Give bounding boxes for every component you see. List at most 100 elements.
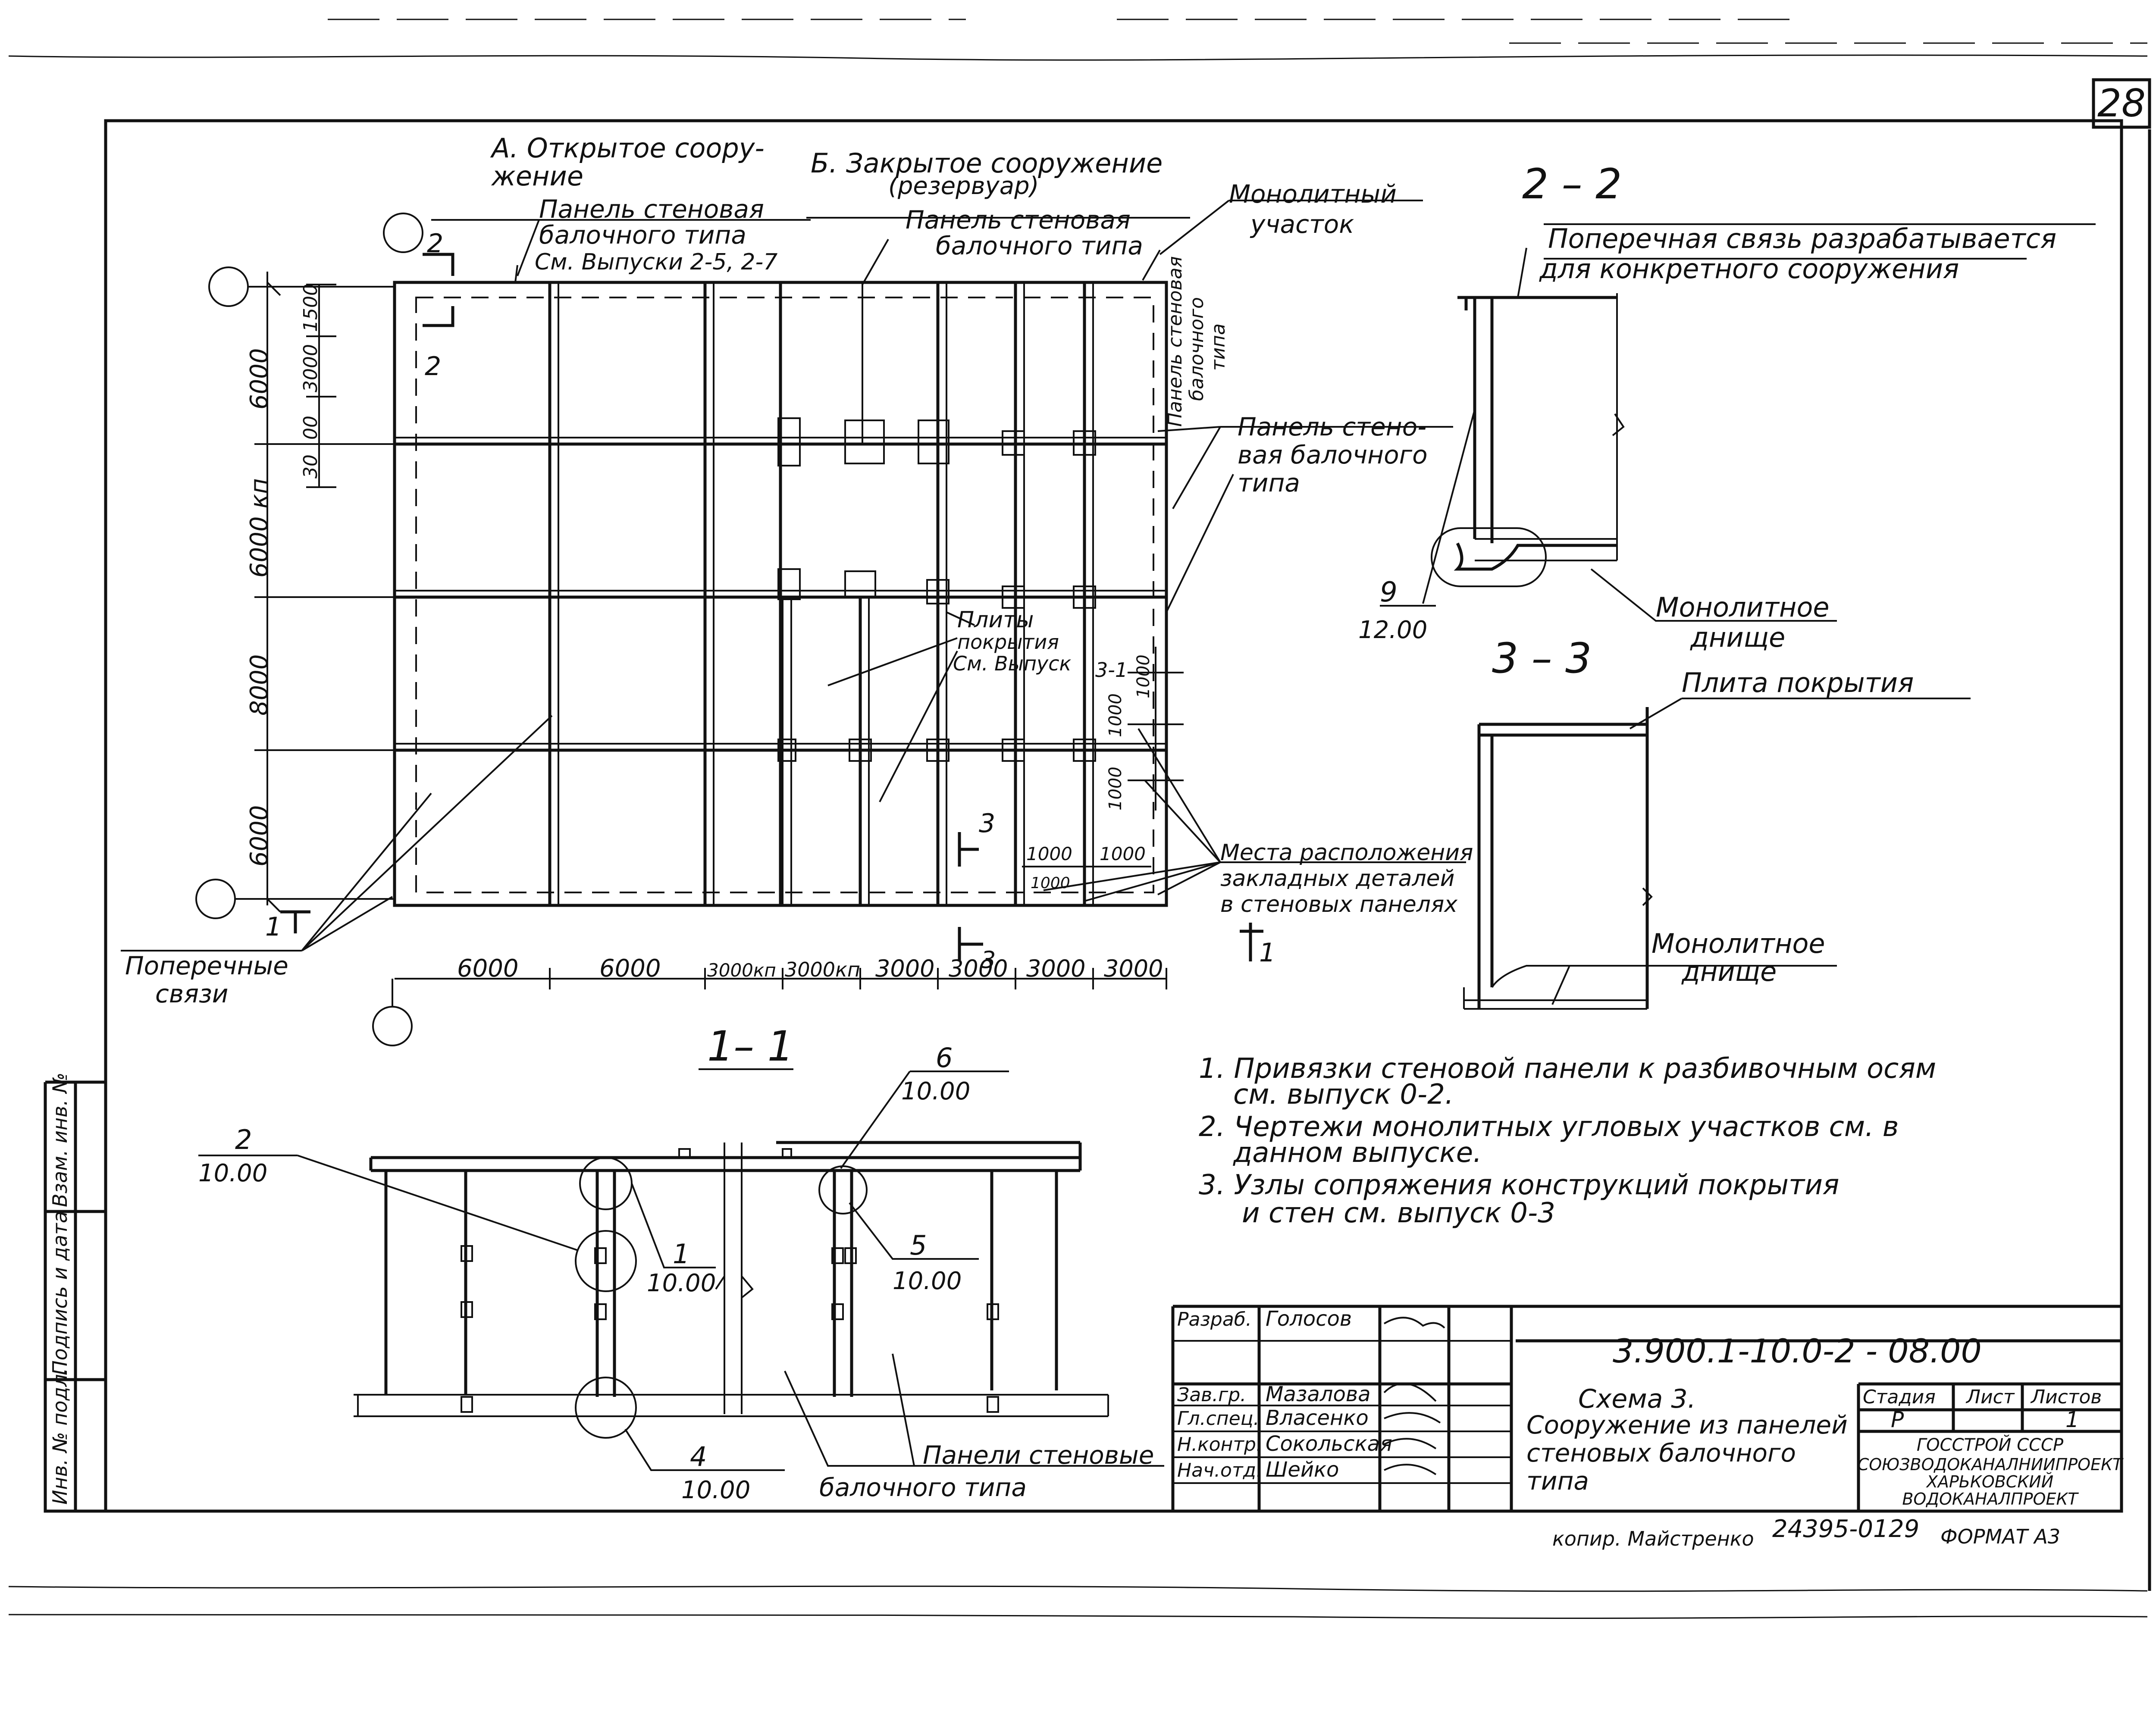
section-2-2-bottom: Монолитное — [1656, 592, 1830, 623]
dim-small-1: 1500 — [300, 284, 322, 332]
stamp-title-3: стеновых балочного — [1526, 1438, 1796, 1468]
section-3-3-bottom-2: днище — [1681, 956, 1777, 987]
label-side-panel-3: типа — [1238, 468, 1300, 498]
stamp-sheet-header: Лист — [1965, 1386, 2015, 1408]
scan-edge-lines — [8, 19, 2148, 1619]
section-2-2-node: 9 — [1380, 576, 1398, 608]
section-2-2-node-ref: 12.00 — [1358, 616, 1427, 644]
note-1: 1. Привязки стеновой панели к разбивочны… — [1199, 1053, 1936, 1085]
note-1-cont: см. выпуск 0-2. — [1233, 1079, 1454, 1111]
dim-bottom-4: 3000кп — [785, 958, 860, 981]
section-2-2-bottom-2: днище — [1690, 622, 1785, 653]
callout-4-num: 4 — [690, 1441, 707, 1472]
dim-right-1: 1000 — [1134, 654, 1153, 698]
sheet-number: 28 — [2097, 81, 2146, 125]
label-monolith-2: участок — [1250, 210, 1354, 239]
stamp-name-1: Голосов — [1266, 1307, 1352, 1331]
section-1-1-title: 1– 1 — [707, 1022, 794, 1071]
dim-left-2: 6000 кп — [245, 478, 273, 578]
stamp-title: Схема 3. — [1578, 1384, 1696, 1414]
note-2: 2. Чертежи монолитных угловых участков с… — [1199, 1111, 1899, 1143]
section-2-2-title: 2 – 2 — [1522, 160, 1622, 208]
dim-bottom-2: 6000 — [599, 955, 661, 983]
section-mark-3-bottom: 3 — [981, 946, 996, 973]
label-vertical-panel: Панель стеновая — [1164, 256, 1186, 427]
section-mark-2-top: 2 — [427, 229, 443, 259]
label-monolith: Монолитный — [1229, 179, 1397, 209]
dim-left-3: 8000 — [245, 654, 273, 716]
section-1-1 — [198, 1068, 1164, 1471]
general-notes: 1. Привязки стеновой панели к разбивочны… — [1199, 1053, 1936, 1229]
label-wall-panel-a-3: См. Выпуски 2-5, 2-7 — [535, 249, 777, 275]
section-3-3 — [1463, 698, 1971, 1010]
label-embedded-parts-2: закладных деталей — [1220, 866, 1454, 892]
dim-right-3: 1000 — [1106, 767, 1125, 811]
side-stamp: Инв. № подл. Подпись и дата Взам. инв. № — [44, 1073, 106, 1513]
dim-right-2: 1000 — [1106, 693, 1125, 737]
stamp-title-4: типа — [1526, 1466, 1589, 1496]
stamp-org-4: ВОДОКАНАЛПРОЕКТ — [1902, 1490, 2079, 1509]
dim-bottom-3: 3000кп — [707, 960, 776, 981]
section-2-2-note: Поперечная связь разрабатывается — [1548, 223, 2056, 254]
label-open-structure: А. Открытое соору- — [490, 132, 765, 164]
callout-4-ref: 10.00 — [681, 1476, 750, 1504]
section-3-3-slab: Плита покрытия — [1682, 667, 1914, 698]
label-closed-structure: Б. Закрытое сооружение — [811, 147, 1163, 179]
side-stamp-replaced: Взам. инв. № — [48, 1073, 72, 1207]
label-slabs: Плиты — [957, 607, 1034, 633]
stamp-role-developer: Разраб. — [1177, 1308, 1252, 1330]
copy-note: копир. Майстренко — [1552, 1527, 1754, 1550]
label-vertical-panel-3: типа — [1207, 323, 1229, 371]
stamp-stage: Р — [1891, 1407, 1904, 1432]
sheet-footer: копир. Майстренко 24395-01 29 ФОРМАТ А3 — [1552, 1515, 2060, 1550]
label-wall-panel-b: Панель стеновая — [906, 205, 1131, 235]
dim-bottom-8: 3000 — [1104, 955, 1163, 982]
sheet-frame — [104, 78, 2151, 1591]
section-mark-1-right: 1 — [1259, 938, 1275, 968]
stamp-role-head-group: Зав.гр. — [1177, 1384, 1246, 1406]
label-embedded-parts: Места расположения — [1220, 840, 1473, 866]
format-label: ФОРМАТ А3 — [1940, 1525, 2060, 1548]
stamp-sheets: 1 — [2065, 1407, 2079, 1432]
stamp-stage-header: Стадия — [1863, 1386, 1936, 1408]
label-slabs-2: покрытия — [957, 630, 1059, 654]
note-3: 3. Узлы сопряжения конструкций покрытия — [1199, 1169, 1839, 1201]
dim-small-3: 00 — [300, 416, 322, 440]
callout-6-ref: 10.00 — [901, 1077, 970, 1105]
callout-5-num: 5 — [910, 1230, 927, 1261]
section-1-1-panels-2: балочного типа — [819, 1473, 1027, 1502]
dim-bottom-7: 3000 — [1026, 955, 1085, 982]
dim-bottom-6: 3000 — [949, 955, 1008, 982]
stamp-org-3: ХАРЬКОВСКИЙ — [1926, 1472, 2053, 1491]
callout-2-num: 2 — [235, 1124, 252, 1155]
section-3-3-bottom: Монолитное — [1651, 928, 1825, 959]
label-side-panel: Панель стено- — [1238, 412, 1426, 441]
dim-lower-2: 1000 — [1031, 874, 1070, 892]
stamp-code: 3.900.1-10.0-2 - 08.00 — [1613, 1332, 1982, 1370]
label-embedded-parts-3: в стеновых панелях — [1220, 892, 1458, 917]
dim-bottom-5: 3000 — [875, 955, 934, 982]
dim-lower-3: 1000 — [1100, 843, 1146, 864]
section-mark-2-bottom: 2 — [425, 351, 441, 382]
stamp-role-head-dept: Нач.отд. — [1177, 1459, 1262, 1481]
archive-page: 29 — [1889, 1515, 1919, 1543]
plan-view — [121, 200, 1466, 1046]
stamp-role-norm-control: Н.контр. — [1177, 1434, 1262, 1456]
stamp-org-2: СОЮЗВОДОКАНАЛНИИПРОЕКТ — [1858, 1455, 2124, 1474]
section-mark-3-1: 3-1 — [1095, 658, 1128, 682]
callout-1-num: 1 — [673, 1238, 689, 1270]
dim-small-2: 3000 — [300, 344, 322, 392]
dim-left-1: 6000 — [245, 348, 273, 410]
dim-small-4: 30 — [300, 454, 322, 479]
side-stamp-inventory: Инв. № подл. — [48, 1368, 72, 1505]
label-wall-panel-a-2: балочного типа — [539, 220, 746, 250]
stamp-org-1: ГОССТРОЙ СССР — [1917, 1434, 2064, 1455]
dim-bottom-1: 6000 — [457, 955, 519, 983]
title-block: 3.900.1-10.0-2 - 08.00 Схема 3. Сооружен… — [1171, 1305, 2124, 1511]
label-wall-panel-b-2: балочного типа — [936, 231, 1143, 260]
stamp-role-chief-spec: Гл.спец. — [1177, 1408, 1260, 1430]
section-3-3-labels: 3 – 3 Плита покрытия Монолитное днище — [1492, 634, 1914, 987]
section-1-1-labels: 1– 1 2 10.00 6 10.00 1 10.00 5 10.00 4 1… — [198, 1022, 1154, 1504]
callout-1-ref: 10.00 — [647, 1269, 716, 1297]
